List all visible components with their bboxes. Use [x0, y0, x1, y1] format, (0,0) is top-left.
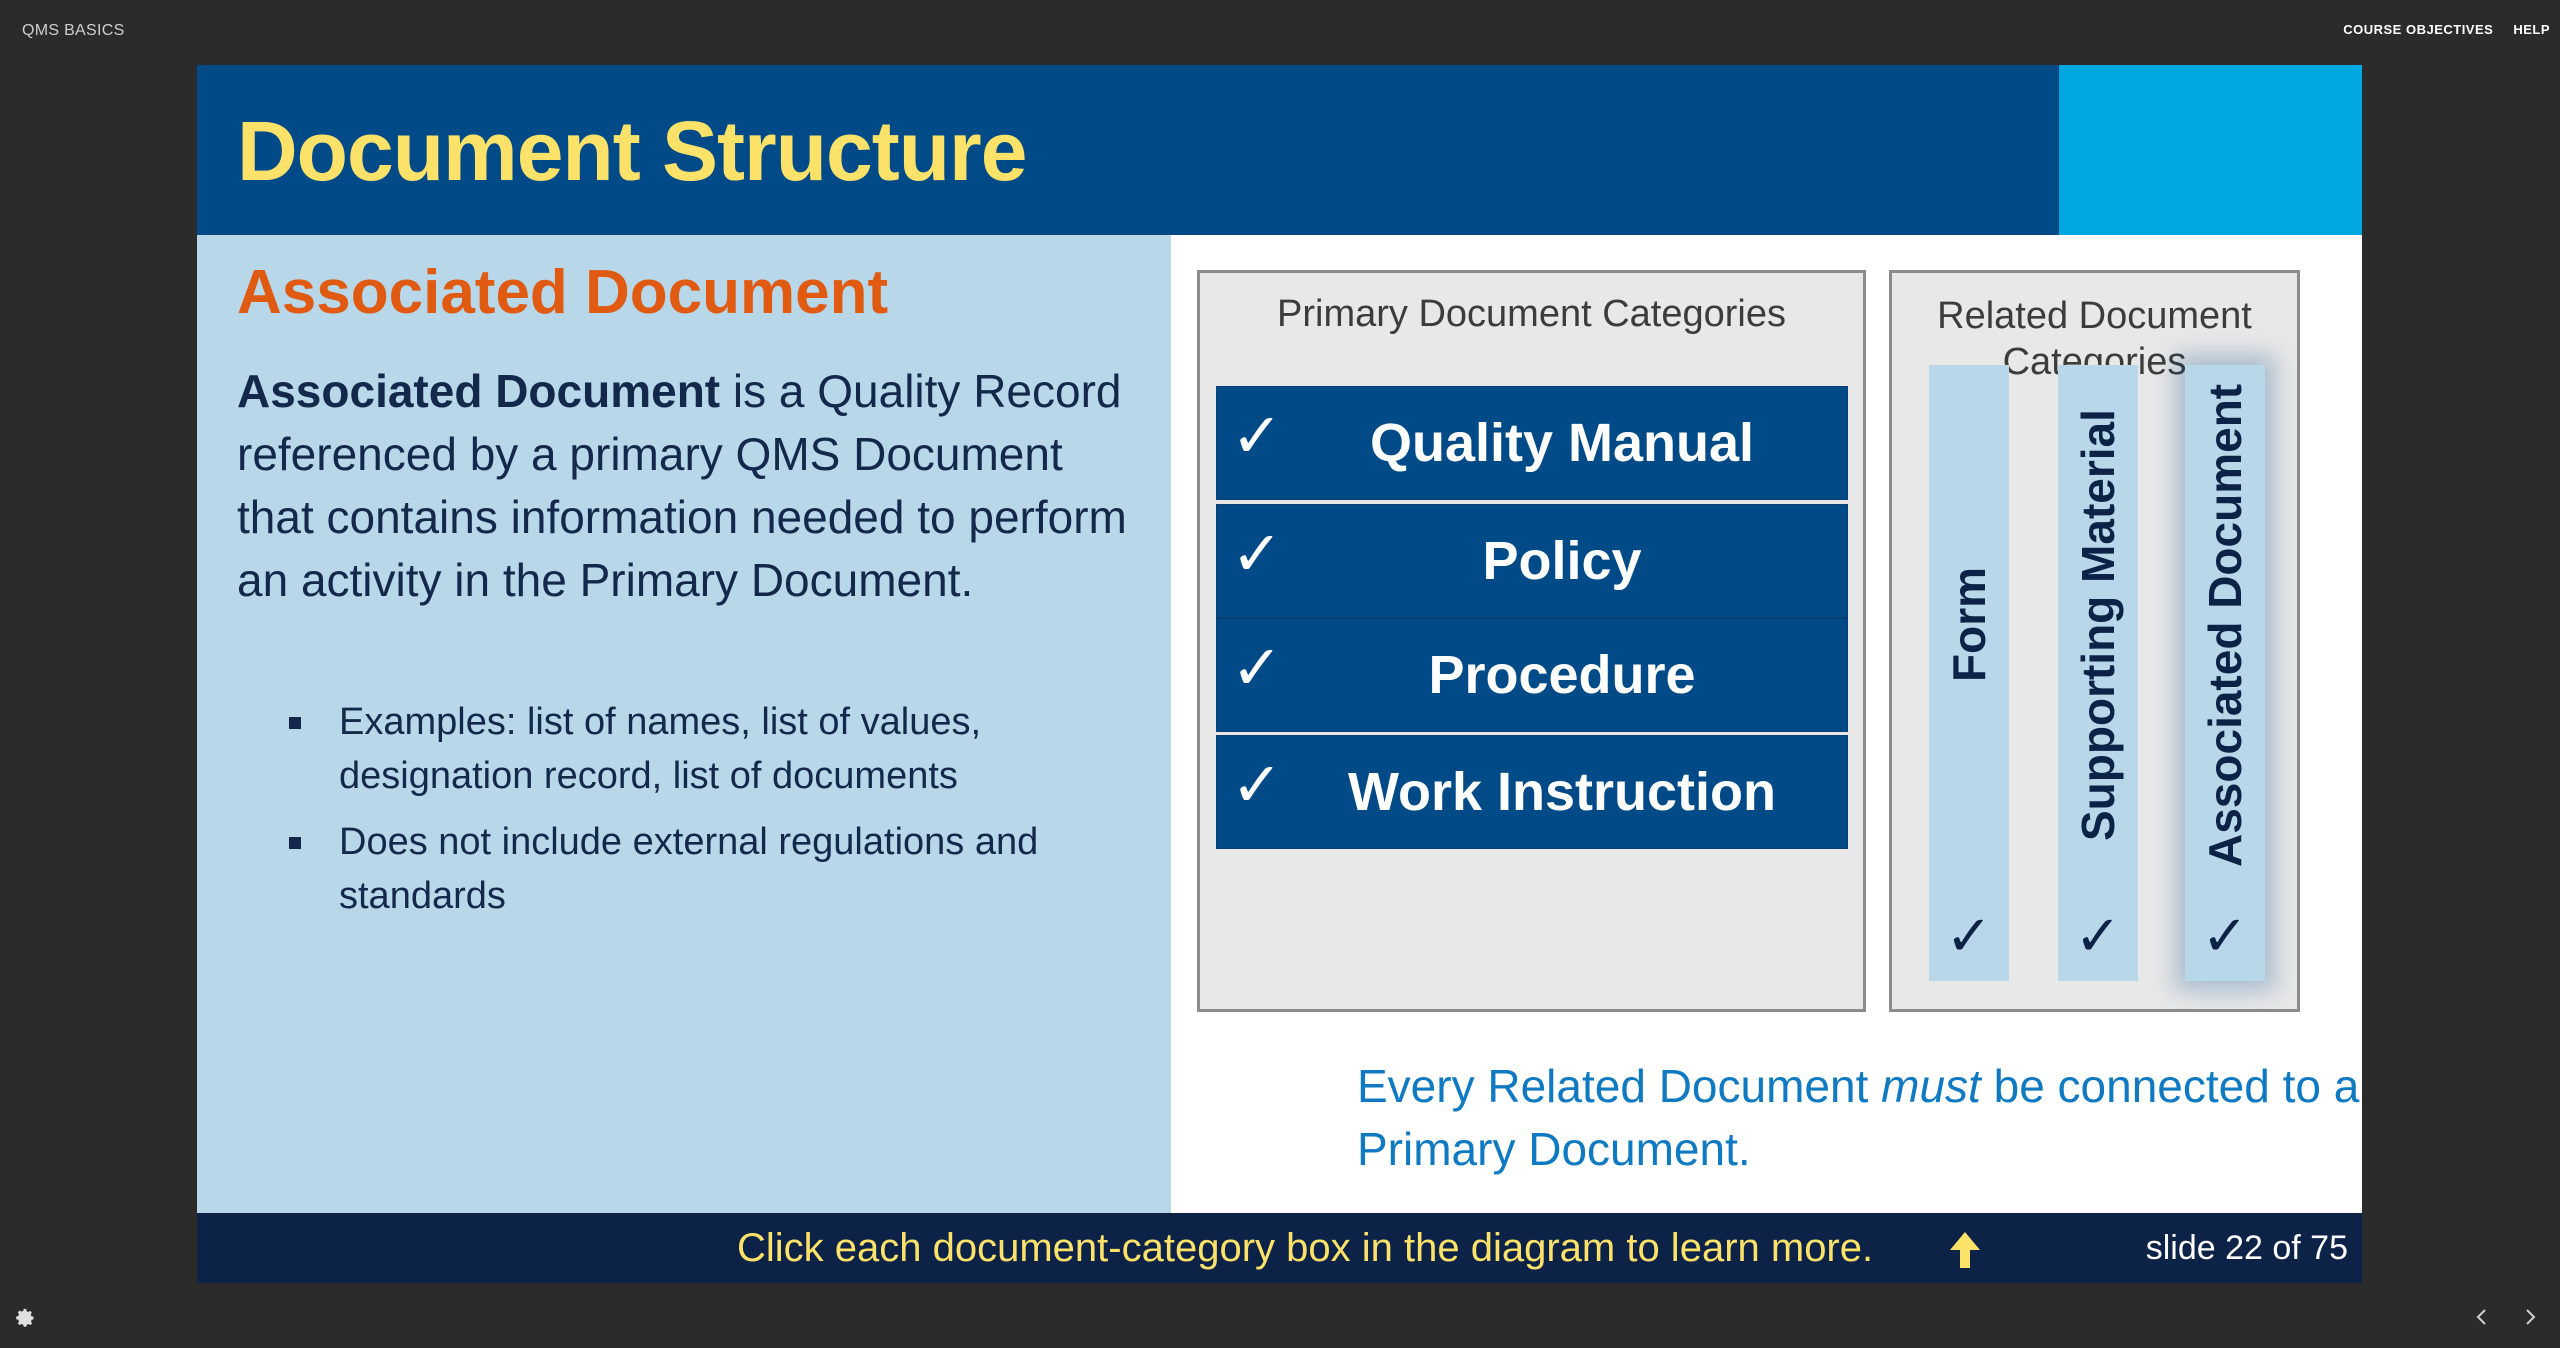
checkmark-icon: ✓ — [2201, 904, 2249, 969]
category-label: Associated Document — [2199, 383, 2251, 867]
slide: Document Structure Associated Document A… — [197, 65, 2362, 1283]
note-text: be connected to a Primary Document. — [1357, 1060, 2360, 1175]
definition-body: is a Quality Record referenced by a prim… — [237, 365, 1127, 606]
category-work-instruction-button[interactable]: ✓ Work Instruction — [1217, 736, 1847, 848]
note-text: Every Related Document — [1357, 1060, 1882, 1112]
instruction-text: Click each document-category box in the … — [737, 1226, 1874, 1270]
related-categories-heading: Related Document Categories — [1937, 295, 2252, 383]
category-label: Supporting Material — [2072, 409, 2124, 841]
category-label: Form — [1943, 567, 1995, 683]
chevron-left-icon[interactable] — [2468, 1303, 2496, 1331]
checkmark-icon: ✓ — [1231, 748, 1283, 821]
bullet-item: Does not include external regulations an… — [289, 815, 1139, 923]
top-links: COURSE OBJECTIVES HELP — [2343, 22, 2550, 37]
chevron-right-icon[interactable] — [2516, 1303, 2544, 1331]
note-emphasis: must — [1881, 1060, 1981, 1112]
section-title: Associated Document — [237, 258, 889, 327]
category-label: Work Instruction — [1347, 762, 1777, 822]
bullet-text: Examples: list of names, list of values,… — [339, 701, 982, 797]
slide-title: Document Structure — [237, 104, 1027, 198]
course-objectives-link[interactable]: COURSE OBJECTIVES — [2343, 22, 2494, 37]
arrow-up-icon — [1950, 1232, 1980, 1268]
category-associated-document-button[interactable]: Associated Document ✓ — [2185, 365, 2265, 981]
category-label: Quality Manual — [1369, 413, 1755, 473]
bullet-item: Examples: list of names, list of values,… — [289, 695, 1139, 803]
related-categories-box: Related Document Categories Form ✓ Suppo… — [1889, 270, 2300, 1012]
checkmark-icon: ✓ — [1945, 904, 1993, 969]
top-bar: QMS BASICS COURSE OBJECTIVES HELP — [0, 0, 2560, 66]
category-supporting-material-button[interactable]: Supporting Material ✓ — [2058, 365, 2138, 981]
checkmark-icon: ✓ — [2074, 904, 2122, 969]
connection-note: Every Related Document must be connected… — [1357, 1055, 2362, 1181]
help-link[interactable]: HELP — [2513, 22, 2550, 37]
definition-text: Associated Document is a Quality Record … — [237, 360, 1137, 612]
bullet-text: Does not include external regulations an… — [339, 821, 1039, 917]
instruction-bar: Click each document-category box in the … — [197, 1213, 2362, 1283]
gear-icon[interactable] — [14, 1307, 36, 1329]
content-panel: Associated Document Associated Document … — [197, 235, 1171, 1214]
bullet-list: Examples: list of names, list of values,… — [289, 695, 1139, 935]
category-policy-button[interactable]: ✓ Policy — [1217, 505, 1847, 617]
category-label: Policy — [1482, 531, 1642, 591]
definition-term: Associated Document — [237, 365, 721, 417]
checkmark-icon: ✓ — [1231, 399, 1283, 472]
checkmark-icon: ✓ — [1231, 631, 1283, 704]
category-procedure-button[interactable]: ✓ Procedure — [1217, 619, 1847, 731]
category-label: Procedure — [1428, 645, 1696, 705]
course-title: QMS BASICS — [22, 22, 125, 39]
title-accent-block — [2059, 65, 2362, 235]
bullet-square-icon — [289, 717, 301, 729]
category-form-button[interactable]: Form ✓ — [1929, 365, 2009, 981]
player-footer — [0, 1283, 2560, 1348]
slide-counter: slide 22 of 75 — [2145, 1229, 2348, 1267]
title-band: Document Structure — [197, 65, 2059, 235]
primary-categories-heading: Primary Document Categories — [1277, 293, 1786, 335]
category-quality-manual-button[interactable]: ✓ Quality Manual — [1217, 387, 1847, 499]
checkmark-icon: ✓ — [1231, 517, 1283, 590]
bullet-square-icon — [289, 837, 301, 849]
primary-categories-box: Primary Document Categories ✓ Quality Ma… — [1197, 270, 1866, 1012]
